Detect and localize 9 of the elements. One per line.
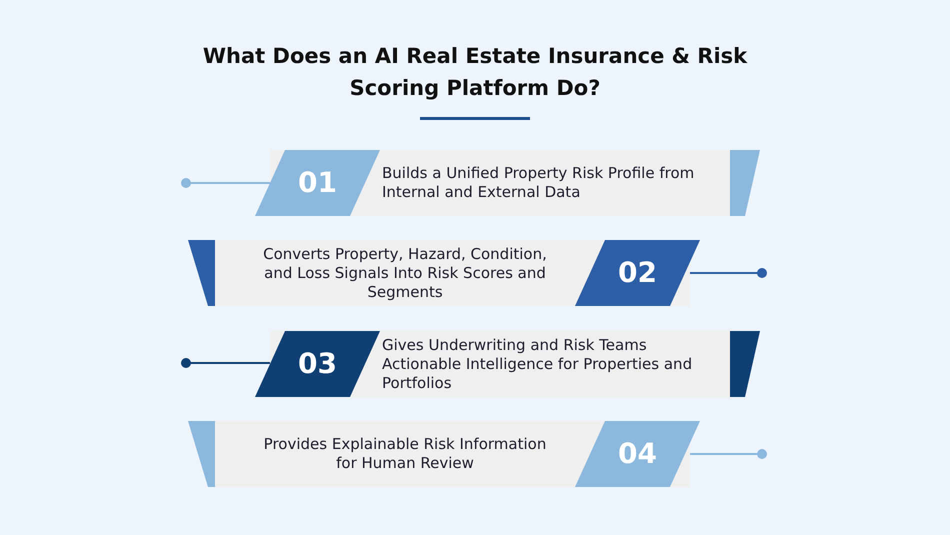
number-badge: 03 — [255, 331, 380, 397]
step-description: Provides Explainable Risk Information for Human Review — [262, 435, 548, 473]
step-description: Converts Property, Hazard, Condition, and Loss Signals Into Risk Scores and Segments — [262, 244, 548, 302]
step-description: Builds a Unified Property Risk Profile from Internal and External Data — [382, 164, 696, 202]
number-badge: 01 — [255, 150, 380, 216]
number-badge: 02 — [575, 240, 700, 306]
step-description: Gives Underwriting and Risk Teams Actionable Intelligence for Properties and Portfolios — [382, 336, 694, 392]
title: What Does an AI Real Estate Insurance & Risk Scoring Platform Do? — [202, 43, 748, 102]
number-badge: 04 — [575, 421, 700, 487]
